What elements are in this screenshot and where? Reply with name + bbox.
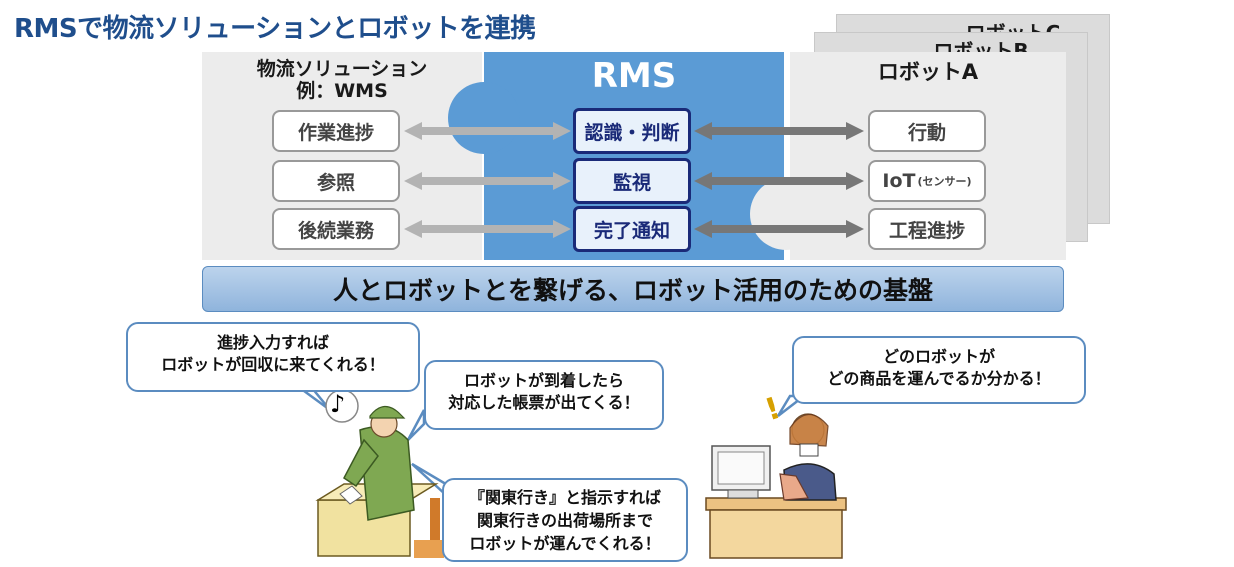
bubble-line: どのロボットが — [882, 347, 995, 366]
office-illustration — [705, 413, 847, 559]
bubble-line: ロボットが回収に来てくれる！ — [161, 355, 385, 374]
robot-item-action: 行動 — [868, 110, 986, 152]
bubble-line: 『関東行き』と指示すれば — [468, 488, 661, 507]
page-title: RMSで物流ソリューションとロボットを連携 — [14, 14, 536, 44]
rms-item-recognition: 認識・判断 — [573, 108, 691, 154]
worker-illustration — [315, 389, 444, 558]
bubble-line: 進捗入力すれば — [216, 333, 329, 352]
bubble-line: ロボットが到着したら — [463, 371, 624, 390]
left-heading-line1: 物流ソリューション — [256, 58, 428, 80]
bubble-line: どの商品を運んでるか分かる！ — [827, 369, 1051, 388]
left-panel-heading: 物流ソリューション 例：WMS — [202, 58, 482, 102]
bubble-line: 対応した帳票が出てくる！ — [448, 393, 640, 412]
bubble-line: 関東行きの出荷場所まで — [476, 511, 653, 530]
worker-bubble-destination: 『関東行き』と指示すれば 関東行きの出荷場所まで ロボットが運んでくれる！ — [442, 478, 688, 562]
left-heading-line2: 例：WMS — [296, 80, 388, 102]
iot-note: (センサー) — [917, 175, 972, 188]
left-item-progress: 作業進捗 — [272, 110, 400, 152]
robot-item-process: 工程進捗 — [868, 208, 986, 250]
robot-a-heading: ロボットA — [877, 60, 979, 84]
rms-item-monitoring: 監視 — [573, 158, 691, 204]
music-note-icon: ♪ — [330, 390, 346, 418]
office-bubble: どのロボットが どの商品を運んでるか分かる！ — [792, 336, 1086, 404]
rms-heading: RMS — [591, 56, 677, 96]
bubble-line: ロボットが運んでくれる！ — [469, 534, 661, 553]
worker-bubble-pickup: 進捗入力すれば ロボットが回収に来てくれる！ — [126, 322, 420, 392]
robot-item-iot: IoT(センサー) — [868, 160, 986, 202]
rms-item-completion: 完了通知 — [573, 206, 691, 252]
foundation-banner: 人とロボットとを繋げる、ロボット活用のための基盤 — [202, 266, 1064, 312]
worker-bubble-document: ロボットが到着したら 対応した帳票が出てくる！ — [424, 360, 664, 430]
left-item-reference: 参照 — [272, 160, 400, 202]
left-item-followup: 後続業務 — [272, 208, 400, 250]
iot-label: IoT — [882, 170, 916, 192]
